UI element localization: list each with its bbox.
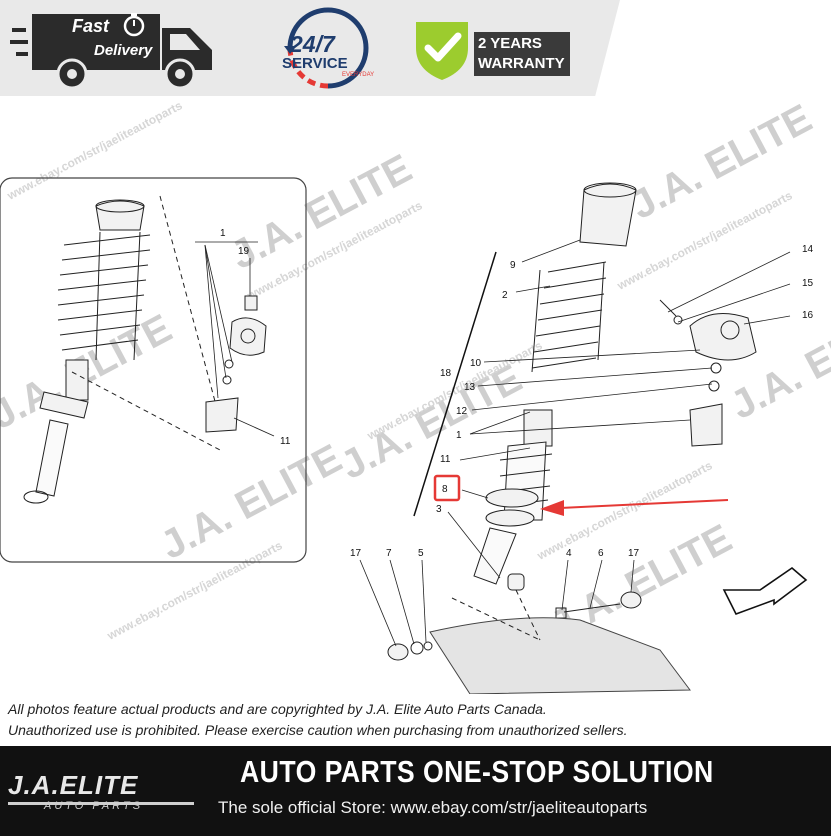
ja-elite-logo: J.A.ELITE AUTO PARTS	[8, 770, 198, 816]
callout-label: 9	[510, 260, 516, 271]
footer-banner: J.A.ELITE AUTO PARTS AUTO PARTS ONE-STOP…	[0, 746, 831, 836]
direction-arrow-icon	[722, 566, 808, 615]
watermark-brand: J.A. ELITE	[334, 356, 529, 488]
callout-label: 18	[440, 368, 452, 379]
logo-main: J.A.ELITE	[8, 770, 139, 800]
callout-label: 11	[280, 436, 291, 447]
callout-label: 4	[566, 548, 572, 559]
callout-label: 3	[436, 504, 442, 515]
truck-icon	[10, 13, 212, 90]
copyright-line-2: Unauthorized use is prohibited. Please e…	[8, 722, 628, 738]
watermark-brand: J.A. ELITE	[0, 306, 179, 438]
highlighted-callout: 8	[442, 484, 448, 495]
logo-sub: AUTO PARTS	[44, 800, 144, 812]
warranty-text: 2 YEARS WARRANTY	[474, 32, 570, 76]
callout-label: 5	[418, 548, 424, 559]
callout-label: 19	[238, 246, 250, 257]
detail-frame	[0, 177, 307, 563]
highlight-box	[433, 474, 461, 502]
detail-leader-lines	[195, 241, 275, 437]
red-pointer-arrow	[540, 499, 729, 516]
service-badge: 24/7 SERVICE EVERYDAY	[276, 6, 380, 90]
copyright-notice: All photos feature actual products and a…	[8, 699, 823, 741]
callout-label: 13	[464, 382, 476, 393]
callout-label: 6	[598, 548, 604, 559]
callout-label: 11	[440, 454, 451, 465]
detail-shock-absorber	[23, 195, 267, 504]
callout-label: 17	[350, 548, 362, 559]
service-everyday: EVERYDAY	[342, 72, 374, 78]
warranty-badge: 2 YEARS WARRANTY	[412, 18, 572, 82]
delivery-label: Delivery	[94, 42, 153, 59]
service-word: SERVICE	[282, 55, 348, 72]
callout-label: 1	[220, 228, 226, 239]
logo-rule	[8, 802, 194, 805]
copyright-line-1: All photos feature actual products and a…	[8, 701, 547, 717]
callout-label: 2	[502, 290, 508, 301]
callout-label: 1	[456, 430, 462, 441]
warranty-label: WARRANTY	[478, 55, 565, 72]
callout-label: 17	[628, 548, 640, 559]
service-247: 24/7	[289, 31, 336, 57]
main-shock-assembly	[387, 182, 757, 694]
store-link[interactable]: The sole official Store: www.ebay.com/st…	[218, 798, 648, 817]
main-leader-lines	[359, 239, 791, 647]
callout-label: 10	[470, 358, 482, 369]
callout-label: 7	[386, 548, 392, 559]
footer-headline: AUTO PARTS ONE-STOP SOLUTION	[240, 754, 714, 789]
stopwatch-icon	[123, 15, 145, 37]
fast-delivery-badge: Fast Delivery	[10, 6, 220, 94]
warranty-years: 2 YEARS	[478, 35, 542, 52]
watermark-url: www.ebay.com/str/jaeliteautoparts	[4, 98, 185, 203]
callout-label: 16	[802, 310, 814, 321]
callout-label: 14	[802, 244, 814, 255]
watermarks: J.A. ELITE J.A. ELITE J.A. ELITE J.A. EL…	[0, 96, 831, 648]
watermark-brand: J.A. ELITE	[624, 96, 819, 228]
checkmark-shield-icon	[416, 22, 468, 80]
watermark-brand: J.A. ELITE	[154, 436, 349, 568]
service-ring-icon: 24/7 SERVICE EVERYDAY	[282, 7, 374, 89]
callout-label: 15	[802, 278, 814, 289]
fast-label: Fast	[72, 16, 110, 36]
callout-label: 12	[456, 406, 468, 417]
suspension-parts-diagram: J.A. ELITE J.A. ELITE J.A. ELITE J.A. EL…	[0, 96, 831, 694]
